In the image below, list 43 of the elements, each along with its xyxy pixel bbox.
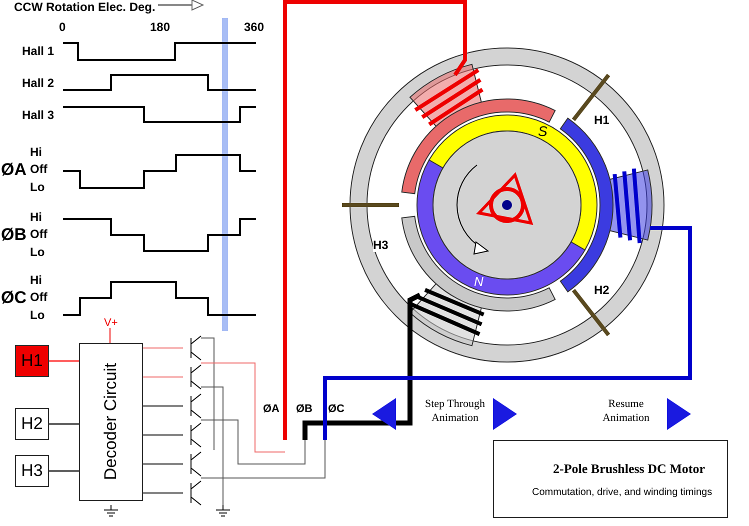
level-label: Hi	[30, 145, 42, 159]
pole-letter: S	[538, 124, 548, 138]
pole-letter: N	[474, 275, 484, 288]
connector-line	[49, 423, 79, 425]
box-label: H2	[21, 414, 43, 434]
axis-title: CCW Rotation Elec. Deg.	[14, 0, 156, 14]
sensor-box	[15, 455, 49, 487]
connector-line	[49, 360, 79, 362]
button-label: Step Through Animation	[424, 397, 486, 425]
phase-name: ØA	[1, 163, 26, 177]
sensor-label: H2	[594, 283, 610, 297]
level-label: Lo	[30, 245, 45, 259]
button-label: Resume Animation	[601, 397, 651, 425]
tick-label: 180	[150, 20, 170, 34]
level-label: Hi	[30, 210, 42, 224]
sensor-box	[15, 345, 49, 377]
sensor-box	[15, 408, 49, 440]
level-label: Off	[30, 290, 48, 304]
phase-name: ØC	[328, 402, 344, 416]
sensor-label: H1	[594, 113, 610, 127]
connector-line	[49, 470, 79, 472]
level-label: Off	[30, 162, 48, 176]
box-label: H3	[21, 461, 43, 481]
signal-name: Hall 2	[22, 76, 54, 90]
sensor-label: H3	[373, 238, 388, 252]
level-label: Lo	[30, 308, 45, 322]
level-label: Lo	[30, 180, 45, 194]
box-label: H1	[21, 351, 43, 371]
signal-name: Hall 1	[22, 44, 54, 58]
phase-name: ØB	[296, 402, 312, 416]
tick-label: 0	[59, 20, 66, 34]
panel-title: 2-Pole Brushless DC Motor	[553, 462, 706, 476]
tick-label: 360	[244, 20, 264, 34]
box-label: Decoder Circuit	[101, 363, 121, 481]
level-label: Off	[30, 227, 48, 241]
voltage-label: V+	[104, 316, 118, 330]
phase-name: ØB	[1, 228, 26, 242]
signal-name: Hall 3	[22, 108, 54, 122]
phase-name: ØA	[263, 402, 280, 416]
panel-subtitle: Commutation, drive, and winding timings	[532, 486, 712, 500]
phase-name: ØC	[1, 291, 26, 305]
decoder-box	[79, 343, 143, 501]
level-label: Hi	[30, 273, 42, 287]
